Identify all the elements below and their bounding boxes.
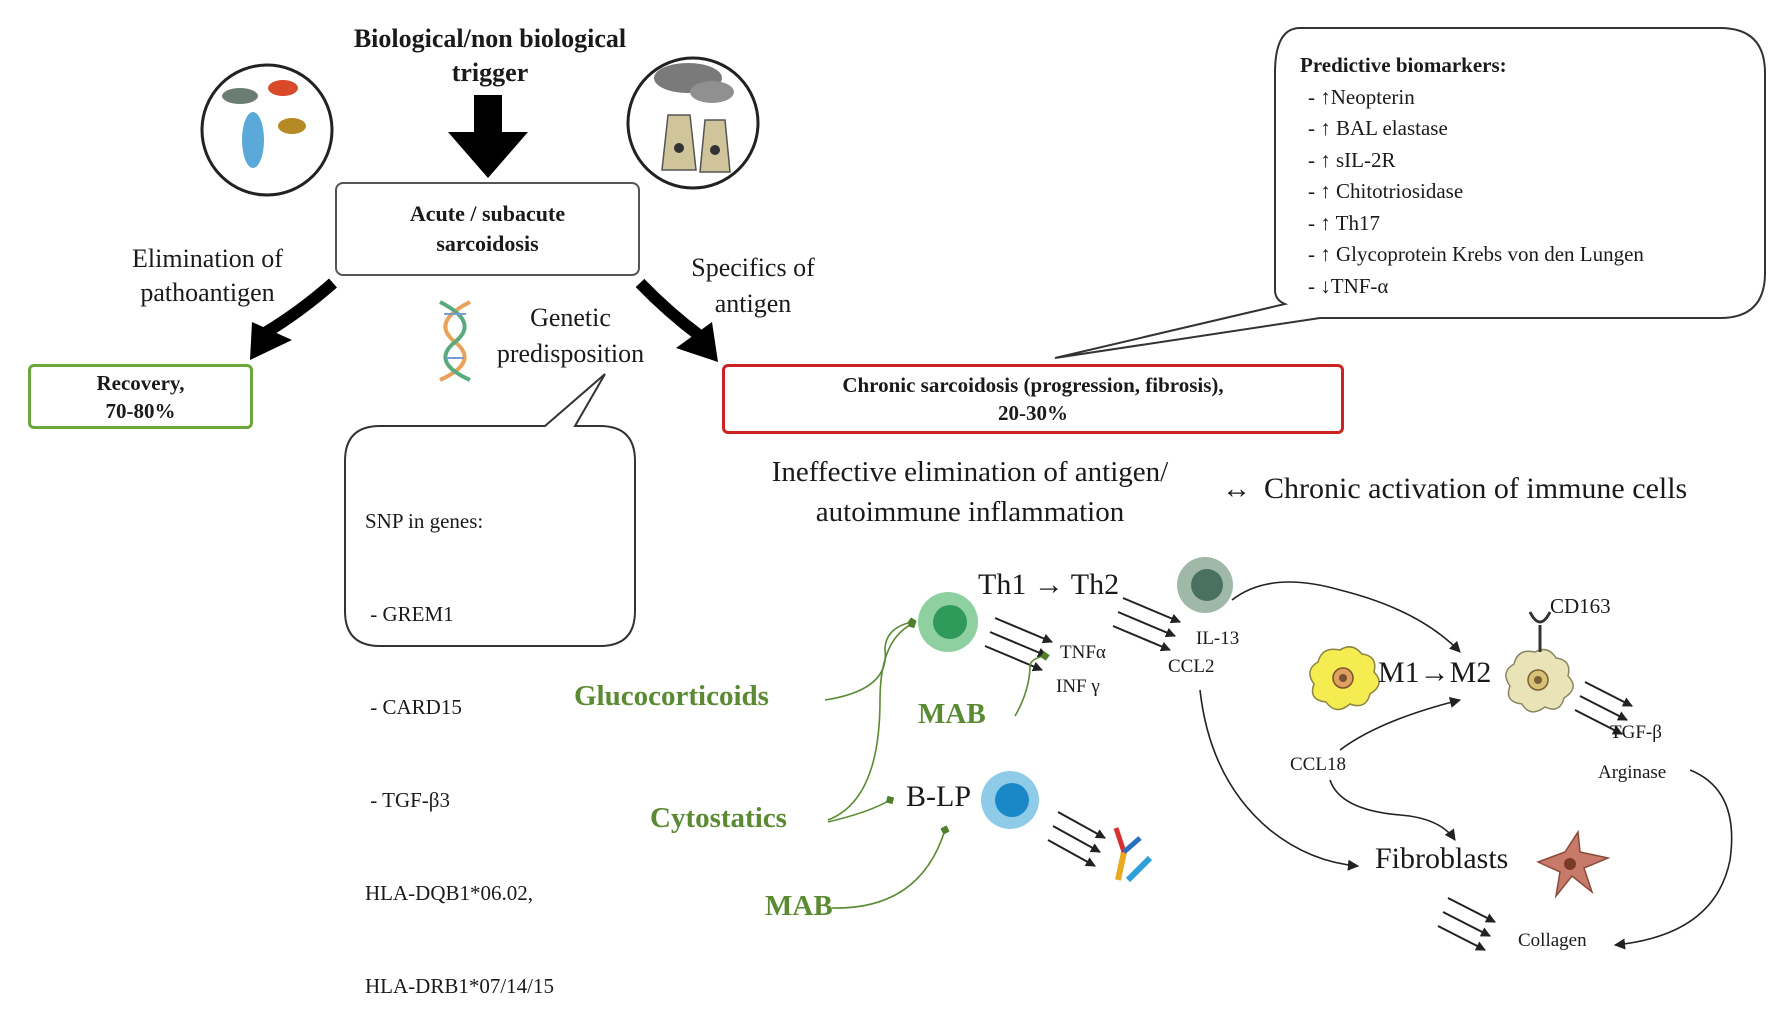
tgf-label: TGF-β bbox=[1610, 722, 1662, 743]
blp-label: B-LP bbox=[906, 780, 972, 813]
biomarker-item: - ↑ Glycoprotein Krebs von den Lungen bbox=[1308, 242, 1644, 266]
cd163-label: CD163 bbox=[1550, 594, 1611, 618]
factory-icon bbox=[626, 56, 760, 190]
arrow-to-chronic bbox=[635, 278, 718, 362]
fibroblasts-label: Fibroblasts bbox=[1375, 842, 1509, 875]
inhibitor-lines bbox=[824, 617, 1050, 909]
biomarker-item: - ↑ sIL-2R bbox=[1308, 147, 1396, 172]
biomarker-item: - ↑ BAL elastase bbox=[1308, 116, 1448, 140]
th1-cell-icon bbox=[918, 592, 978, 652]
mab-label-2: MAB bbox=[765, 890, 833, 922]
elimination-line2: pathoantigen bbox=[140, 278, 275, 307]
diagram-graphics bbox=[200, 27, 1766, 951]
genetic-line1: Genetic bbox=[530, 303, 611, 332]
biomarker-item: - ↑ Chitotriosidase bbox=[1308, 179, 1464, 203]
specifics-line1: Specifics of bbox=[691, 253, 815, 282]
trigger-line2: trigger bbox=[451, 58, 529, 87]
chronic-line2: 20-30% bbox=[998, 401, 1068, 425]
mechanism-left-line1: Ineffective elimination of antigen/ bbox=[771, 456, 1169, 488]
m-label: M1→M2 bbox=[1378, 656, 1492, 689]
tnf-label: TNFα bbox=[1060, 642, 1106, 663]
fish-icon bbox=[200, 63, 334, 197]
elimination-label: Elimination of pathoantigen bbox=[100, 242, 315, 310]
chronic-line1: Chronic sarcoidosis (progression, fibros… bbox=[842, 373, 1224, 397]
biomarkers-list: - ↑Neopterin - ↑ BAL elastase - ↑ sIL-2R… bbox=[1300, 82, 1750, 303]
chronic-box: Chronic sarcoidosis (progression, fibros… bbox=[722, 364, 1344, 434]
biomarkers-callout-shape bbox=[1054, 27, 1766, 359]
fibroblast-icon bbox=[1536, 829, 1611, 899]
biomarkers-panel: Predictive biomarkers: - ↑Neopterin - ↑ … bbox=[1300, 50, 1750, 302]
recovery-line1: Recovery, bbox=[96, 370, 185, 395]
snp-callout-shape bbox=[344, 373, 636, 647]
mab-label-1: MAB bbox=[918, 698, 986, 730]
inf-label: INF γ bbox=[1056, 676, 1100, 697]
snp-line: - GREM1 bbox=[365, 602, 454, 626]
genetic-label: Genetic predisposition bbox=[478, 300, 663, 372]
snp-line: HLA-DQB1*06.02, bbox=[365, 881, 533, 905]
recovery-box: Recovery, 70-80% bbox=[28, 364, 253, 429]
recovery-line2: 70-80% bbox=[105, 398, 176, 423]
mechanism-arrow: ↔ bbox=[1222, 473, 1251, 505]
snp-line: - TGF-β3 bbox=[365, 788, 450, 812]
acute-box: Acute / subacute sarcoidosis bbox=[335, 182, 640, 276]
dna-icon bbox=[439, 300, 471, 382]
biomarker-item: - ↑ Th17 bbox=[1308, 210, 1380, 235]
specifics-label: Specifics of antigen bbox=[668, 250, 838, 322]
specifics-line2: antigen bbox=[714, 289, 792, 318]
snp-line: HLA-DRB1*07/14/15 bbox=[365, 974, 554, 998]
biomarkers-title: Predictive biomarkers: bbox=[1300, 53, 1507, 77]
m2-macrophage-icon bbox=[1505, 611, 1574, 713]
pathway-curves bbox=[1199, 581, 1733, 950]
il13-label: IL-13 bbox=[1196, 628, 1240, 649]
b-cell-icon bbox=[981, 771, 1039, 829]
snp-line: SNP in genes: bbox=[365, 509, 484, 533]
signal-arrows bbox=[984, 597, 1633, 951]
acute-line2: sarcoidosis bbox=[436, 231, 539, 256]
th2-cell-icon bbox=[1177, 557, 1233, 613]
ccl18-label: CCL18 bbox=[1290, 754, 1346, 775]
arrow-to-recovery bbox=[250, 278, 337, 360]
trigger-arrow bbox=[448, 95, 528, 178]
trigger-label: Biological/non biological trigger bbox=[330, 22, 650, 90]
mechanism-left: Ineffective elimination of antigen/ auto… bbox=[740, 452, 1200, 532]
trigger-line1: Biological/non biological bbox=[353, 24, 627, 53]
snp-line: - CARD15 bbox=[365, 695, 462, 719]
glucocorticoids-label: Glucocorticoids bbox=[574, 680, 769, 712]
cytostatics-label: Cytostatics bbox=[650, 802, 787, 834]
arginase-label: Arginase bbox=[1598, 762, 1667, 783]
genetic-line2: predisposition bbox=[496, 339, 645, 368]
ccl2-label: CCL2 bbox=[1168, 656, 1215, 677]
acute-line1: Acute / subacute bbox=[409, 201, 566, 226]
biomarker-item: - ↓TNF-α bbox=[1308, 273, 1389, 298]
collagen-label: Collagen bbox=[1518, 930, 1587, 951]
mechanism-right: Chronic activation of immune cells bbox=[1264, 472, 1688, 505]
antibody-icon bbox=[1113, 827, 1153, 883]
snp-panel: SNP in genes: - GREM1 - CARD15 - TGF-β3 … bbox=[365, 444, 620, 1033]
mechanism-left-line2: autoimmune inflammation bbox=[815, 496, 1125, 528]
th-label: Th1 → Th2 bbox=[978, 568, 1120, 601]
m1-macrophage-icon bbox=[1309, 646, 1380, 711]
elimination-line1: Elimination of bbox=[132, 244, 283, 273]
biomarker-item: - ↑Neopterin bbox=[1308, 84, 1415, 109]
